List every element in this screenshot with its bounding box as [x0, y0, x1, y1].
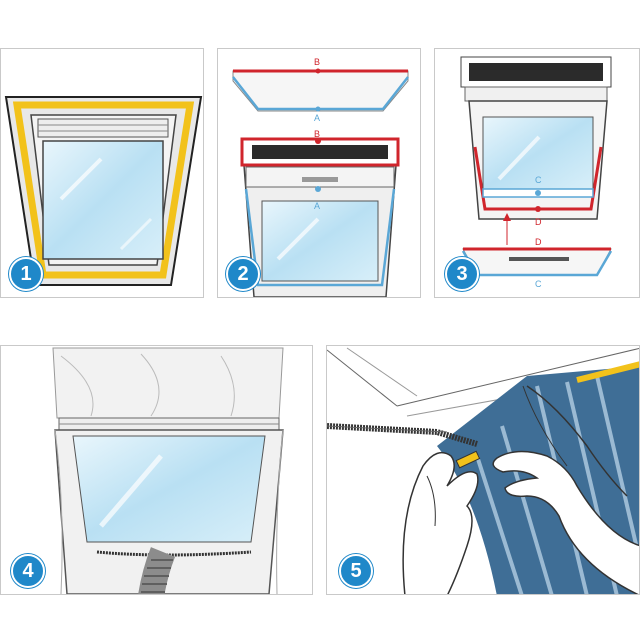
- step-1-badge: 1: [9, 257, 43, 291]
- label-c-window: C: [535, 175, 542, 185]
- step-2-panel: B A B A 2: [217, 48, 421, 298]
- seal-fitting-illustration: B A B A: [232, 57, 409, 297]
- step-1-panel: 1: [0, 48, 204, 298]
- step-5-panel: 5: [326, 345, 640, 595]
- step-2-badge: 2: [226, 257, 260, 291]
- lower-seal-fitting-illustration: C D D C: [460, 56, 613, 289]
- label-a-window: A: [314, 201, 320, 211]
- skylight-with-tape-illustration: [4, 96, 203, 286]
- label-b-window: B: [314, 129, 320, 139]
- step-5-badge: 5: [339, 554, 373, 588]
- label-d-seal: D: [535, 237, 542, 247]
- zipper-closing-hands-illustration: [327, 347, 639, 594]
- step-3-badge: 3: [445, 257, 479, 291]
- label-d-window: D: [535, 217, 542, 227]
- step-4-badge: 4: [11, 554, 45, 588]
- installed-seal-with-hose-illustration: [52, 347, 284, 594]
- label-b-top: B: [314, 57, 320, 67]
- step-4-panel: 4: [0, 345, 313, 595]
- label-a-top: A: [314, 113, 320, 123]
- label-c-seal: C: [535, 279, 542, 289]
- step-3-panel: C D D C 3: [434, 48, 640, 298]
- exhaust-hose: [138, 547, 176, 594]
